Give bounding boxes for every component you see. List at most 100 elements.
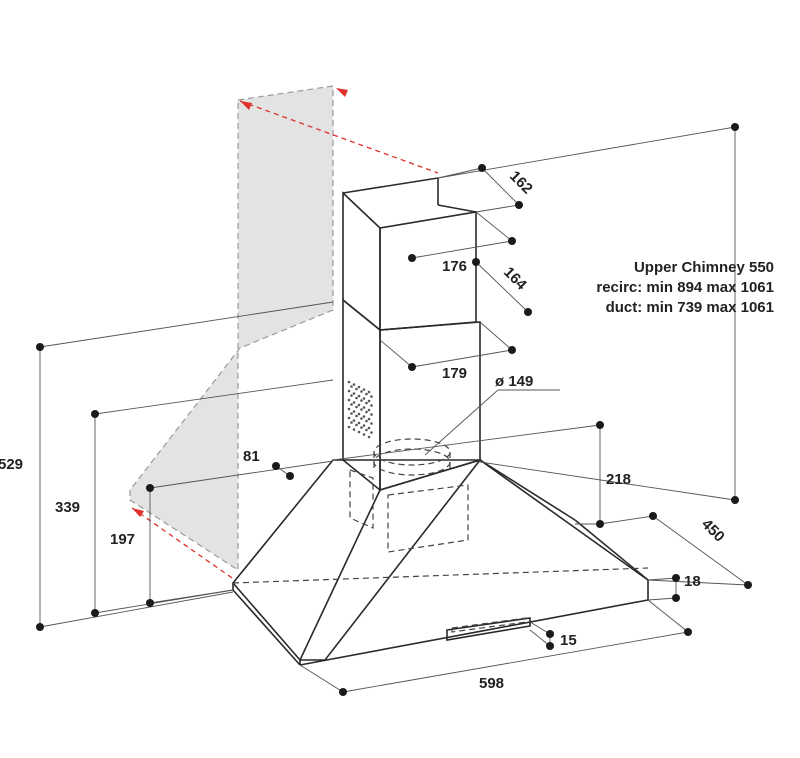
endpoint-dot xyxy=(478,164,486,172)
grille-hole xyxy=(347,425,351,429)
grille-hole xyxy=(367,426,371,430)
dim-rim-height: 18 xyxy=(684,573,701,590)
grille-hole xyxy=(365,401,368,405)
grille-hole xyxy=(357,412,361,416)
endpoint-dot xyxy=(272,462,280,470)
grille-hole xyxy=(362,397,366,400)
dimension-endpoints xyxy=(36,123,752,696)
grille-hole xyxy=(350,421,353,424)
dim-hood-height: 529 xyxy=(0,456,23,473)
grille-hole xyxy=(367,417,371,421)
endpoint-dot xyxy=(546,630,554,638)
dim-lower-width: 179 xyxy=(442,365,467,382)
endpoint-dot xyxy=(408,254,416,262)
grille-hole xyxy=(370,422,373,425)
grille-hole xyxy=(352,428,356,431)
grille-hole xyxy=(360,390,363,393)
grille-hole xyxy=(367,408,371,412)
grille-hole xyxy=(357,394,361,398)
endpoint-dot xyxy=(508,237,516,245)
grille-hole xyxy=(360,408,363,411)
grille-hole xyxy=(367,435,371,439)
dim-hood-width: 598 xyxy=(479,675,504,692)
dim-hood-depth: 450 xyxy=(698,516,728,546)
dim-wall-offset: 81 xyxy=(243,448,260,465)
grille-hole xyxy=(355,414,358,418)
endpoint-dot xyxy=(91,410,99,418)
grille-hole xyxy=(360,399,363,402)
grille-hole xyxy=(347,416,351,420)
endpoint-dot xyxy=(649,512,657,520)
grille-hole xyxy=(357,403,361,407)
grille-hole xyxy=(360,426,363,429)
note-recirc: recirc: min 894 max 1061 xyxy=(596,279,774,296)
grille-hole xyxy=(357,385,361,389)
grille-hole xyxy=(367,390,371,394)
grille-hole xyxy=(370,395,373,398)
lower-chimney xyxy=(342,298,481,492)
grille-hole xyxy=(365,419,368,423)
dim-upper-width: 176 xyxy=(442,258,467,275)
installation-arrows xyxy=(131,88,439,581)
grille-hole xyxy=(350,385,353,388)
endpoint-dot xyxy=(744,581,752,589)
light-panel xyxy=(446,617,531,641)
dim-light-height: 15 xyxy=(560,632,577,649)
grille-hole xyxy=(357,430,361,434)
endpoint-dot xyxy=(339,688,347,696)
dimension-lines xyxy=(39,126,749,693)
dim-duct-diameter: ø 149 xyxy=(495,373,533,390)
grille-hole xyxy=(352,401,356,404)
endpoint-dot xyxy=(36,343,44,351)
grille-hole xyxy=(355,423,358,427)
endpoint-dot xyxy=(684,628,692,636)
endpoint-dot xyxy=(524,308,532,316)
endpoint-dot xyxy=(146,484,154,492)
endpoint-dot xyxy=(596,421,604,429)
grille-hole xyxy=(370,431,373,434)
grille-hole xyxy=(347,389,351,393)
note-duct: duct: min 739 max 1061 xyxy=(606,299,774,316)
grille-hole xyxy=(370,413,373,416)
grille-hole xyxy=(347,407,351,411)
grille-hole xyxy=(362,424,366,427)
wall-silhouette xyxy=(129,85,334,572)
vent-grille xyxy=(347,380,373,439)
endpoint-dot xyxy=(731,123,739,131)
grille-hole xyxy=(357,421,361,425)
note-upper-chimney: Upper Chimney 550 xyxy=(634,259,774,276)
upper-chimney xyxy=(342,177,477,332)
grille-hole xyxy=(365,428,368,432)
dim-bracket-height: 197 xyxy=(110,531,135,548)
endpoint-dot xyxy=(472,258,480,266)
grille-hole xyxy=(352,392,356,395)
grille-hole xyxy=(362,406,366,409)
grille-hole xyxy=(350,394,353,397)
endpoint-dot xyxy=(515,201,523,209)
grille-hole xyxy=(355,396,358,400)
grille-hole xyxy=(352,383,356,386)
endpoint-dot xyxy=(508,346,516,354)
hood-canopy xyxy=(231,459,649,666)
endpoint-dot xyxy=(596,520,604,528)
grille-hole xyxy=(362,388,366,391)
grille-hole xyxy=(367,399,371,403)
grille-hole xyxy=(355,387,358,391)
endpoint-dot xyxy=(731,496,739,504)
grille-hole xyxy=(362,415,366,418)
grille-hole xyxy=(347,380,351,384)
dim-upper-depth: 162 xyxy=(506,168,536,198)
endpoint-dot xyxy=(36,623,44,631)
dim-canopy-height: 218 xyxy=(606,471,631,488)
grille-hole xyxy=(352,419,356,422)
hidden-internals xyxy=(349,438,469,553)
endpoint-dot xyxy=(672,594,680,602)
endpoint-dot xyxy=(672,574,680,582)
endpoint-dot xyxy=(146,599,154,607)
grille-hole xyxy=(370,404,373,407)
endpoint-dot xyxy=(286,472,294,480)
grille-hole xyxy=(350,403,353,406)
grille-hole xyxy=(352,410,356,413)
endpoint-dot xyxy=(91,609,99,617)
grille-hole xyxy=(362,433,366,436)
